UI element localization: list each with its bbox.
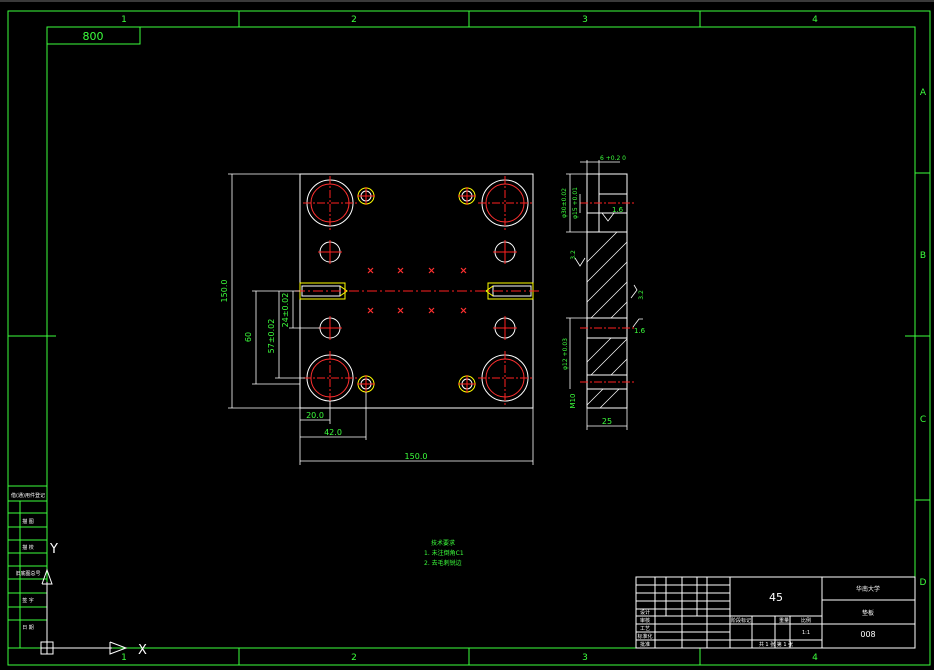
zone-col-1-top: 1 xyxy=(121,15,127,25)
side-view[interactable]: 6 +0.2 0 φ30±0.02 φ15 +0.01 1.6 3.2 3.2 … xyxy=(561,155,646,430)
dim-width-150: 150.0 xyxy=(405,452,428,461)
dim-thickness-25: 25 xyxy=(602,417,612,426)
zone-col-3-top: 3 xyxy=(582,15,588,25)
screw-hole-upper-right xyxy=(493,240,517,264)
dim-height-57: 57±0.02 xyxy=(267,319,276,354)
small-hole-marker xyxy=(367,267,374,274)
drawing-number: 008 xyxy=(860,630,875,639)
small-hole-marker xyxy=(397,307,404,314)
dim-height-150: 150.0 xyxy=(220,280,229,303)
notes-line-1: 1. 未注倒角C1 xyxy=(424,549,464,557)
weight-label: 重量 xyxy=(779,617,789,624)
drawing-border xyxy=(7,10,931,666)
small-hole-marker xyxy=(428,307,435,314)
row-label-design: 设计 xyxy=(640,609,650,616)
zone-row-d: D xyxy=(920,578,927,588)
ucs-icon[interactable] xyxy=(40,568,128,655)
pin-hole-top-right xyxy=(458,187,476,205)
small-hole-marker xyxy=(397,267,404,274)
part-name: 垫板 xyxy=(862,609,874,617)
small-hole-marker xyxy=(428,267,435,274)
pin-hole-bottom-right xyxy=(458,375,476,393)
roughness-2: 3.2 xyxy=(570,250,577,260)
small-hole-marker xyxy=(367,307,374,314)
strip-label-1: 描 图 xyxy=(22,518,34,525)
dim-width-20: 20.0 xyxy=(306,411,324,420)
dim-step-6: 6 +0.2 0 xyxy=(600,155,626,162)
small-hole-marker xyxy=(460,307,467,314)
side-view-dimension-lines xyxy=(566,160,643,430)
scale-value: 1:1 xyxy=(802,630,810,636)
row-label-process: 工艺 xyxy=(640,626,650,632)
side-view-outline xyxy=(586,173,628,409)
zone-col-1-bottom: 1 xyxy=(121,653,127,663)
left-registration-strip: 借(通)用件登记 描 图 描 校 旧底图总号 签 字 日 期 xyxy=(7,485,48,649)
dim-bore-12: φ12 +0.03 xyxy=(562,338,569,370)
dim-height-60: 60 xyxy=(244,332,253,342)
ucs-x-label: X xyxy=(138,643,147,658)
title-block[interactable]: 45 华南大学 垫板 008 阶段标记 重量 比例 1:1 共 1 张 第 1 … xyxy=(635,576,916,649)
zone-col-4-top: 4 xyxy=(812,15,818,25)
guide-hole-bottom-right xyxy=(478,351,532,405)
row-label-standard: 标准化 xyxy=(637,633,652,640)
notes-heading: 技术要求 xyxy=(431,539,455,547)
row-label-review: 审核 xyxy=(640,617,650,624)
strip-label-4: 签 字 xyxy=(22,597,34,604)
front-view[interactable]: 150.0 60 57±0.02 24±0.02 20.0 42.0 150.0 xyxy=(220,173,540,465)
stage-label: 阶段标记 xyxy=(731,617,751,624)
section-hatch xyxy=(586,231,628,409)
small-hole-marker xyxy=(460,267,467,274)
roughness-1: 1.6 xyxy=(612,206,624,214)
side-view-dim-texts: 6 +0.2 0 φ30±0.02 φ15 +0.01 1.6 3.2 3.2 … xyxy=(561,155,646,426)
roughness-4: 1.6 xyxy=(634,327,646,335)
pin-hole-top-left xyxy=(357,187,375,205)
drawing-number-label: 800 xyxy=(83,30,104,43)
zone-col-4-bottom: 4 xyxy=(812,653,818,663)
dim-bore-30: φ30±0.02 xyxy=(561,188,568,218)
zone-labels: 1 2 3 4 1 2 3 4 A B C D 800 xyxy=(83,15,927,663)
dim-bore-15: φ15 +0.01 xyxy=(572,187,579,219)
ucs-y-label: Y xyxy=(49,542,58,557)
dim-thread-m10: M10 xyxy=(569,394,577,409)
row-label-approve: 批准 xyxy=(640,641,650,648)
strip-label-3: 旧底图总号 xyxy=(15,570,40,577)
dim-width-42: 42.0 xyxy=(324,428,342,437)
strip-label-2: 描 校 xyxy=(22,544,34,551)
front-view-dimensions xyxy=(228,173,534,465)
zone-row-a: A xyxy=(920,88,927,98)
strip-label-5: 日 期 xyxy=(22,625,34,631)
screw-hole-lower-right xyxy=(493,316,517,340)
front-view-dim-texts: 150.0 60 57±0.02 24±0.02 20.0 42.0 150.0 xyxy=(220,280,427,461)
guide-hole-top-right xyxy=(478,176,532,230)
org-name: 华南大学 xyxy=(856,585,880,593)
zone-row-c: C xyxy=(920,415,926,425)
dim-height-24: 24±0.02 xyxy=(281,293,290,328)
roughness-3: 3.2 xyxy=(638,290,645,300)
zone-col-2-top: 2 xyxy=(351,15,357,25)
screw-hole-upper-left xyxy=(318,240,342,264)
zone-col-2-bottom: 2 xyxy=(351,653,357,663)
technical-notes: 技术要求 1. 未注倒角C1 2. 去毛刺锐边 xyxy=(424,539,464,567)
sheet-count: 共 1 张 第 1 张 xyxy=(759,641,793,648)
zone-col-3-bottom: 3 xyxy=(582,653,588,663)
guide-hole-top-left xyxy=(303,176,357,230)
notes-line-2: 2. 去毛刺锐边 xyxy=(424,559,462,567)
small-hole-markers xyxy=(367,267,467,314)
strip-label-0: 借(通)用件登记 xyxy=(11,492,45,499)
zone-row-b: B xyxy=(920,251,926,261)
scale-label: 比例 xyxy=(801,617,811,624)
material-value: 45 xyxy=(769,591,783,604)
